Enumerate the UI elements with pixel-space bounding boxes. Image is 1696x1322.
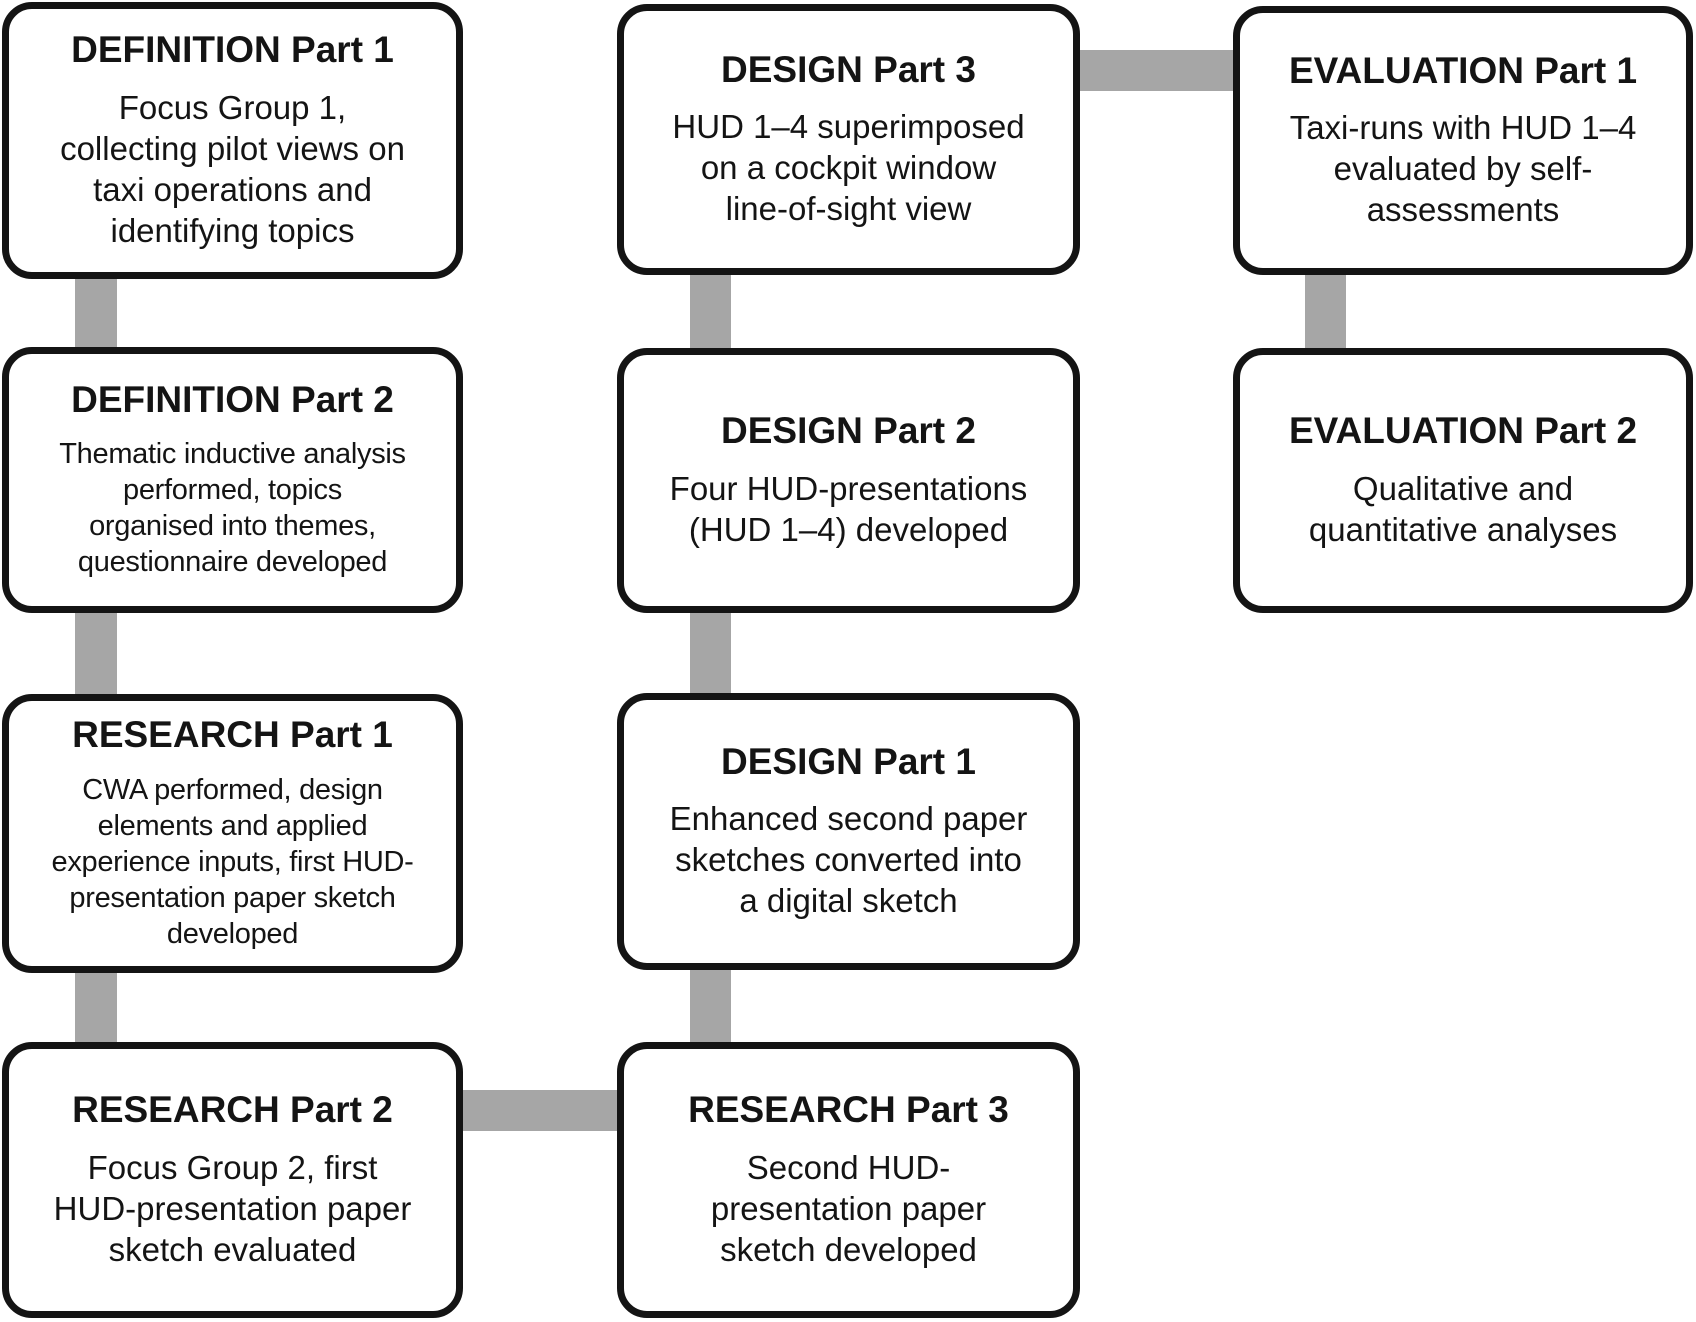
box-title: DEFINITION Part 1: [71, 29, 394, 71]
box-body: Enhanced second paper sketches converted…: [669, 800, 1028, 920]
flow-box-design-part-2: DESIGN Part 2 Four HUD-presentations (HU…: [617, 348, 1080, 613]
box-body: Four HUD-presentations (HUD 1–4) develop…: [669, 469, 1028, 548]
box-body: Qualitative and quantitative analyses: [1308, 469, 1618, 548]
box-body: Focus Group 1, collecting pilot views on…: [60, 88, 405, 249]
connector-design2-design3: [690, 262, 731, 360]
box-title: RESEARCH Part 1: [72, 714, 393, 756]
box-body: Focus Group 2, first HUD-presentation pa…: [53, 1148, 412, 1268]
connector-research2-research3: [450, 1090, 630, 1131]
box-title: EVALUATION Part 2: [1288, 410, 1638, 452]
box-title: RESEARCH Part 2: [72, 1089, 393, 1131]
flow-box-evaluation-part-1: EVALUATION Part 1 Taxi-runs with HUD 1–4…: [1233, 6, 1693, 275]
box-title: DESIGN Part 3: [721, 48, 976, 90]
box-title: RESEARCH Part 3: [688, 1089, 1009, 1131]
flow-box-definition-part-2: DEFINITION Part 2 Thematic inductive ana…: [2, 347, 463, 613]
flow-box-research-part-1: RESEARCH Part 1 CWA performed, design el…: [2, 694, 463, 973]
box-body: Second HUD- presentation paper sketch de…: [710, 1148, 987, 1268]
flow-box-research-part-3: RESEARCH Part 3 Second HUD- presentation…: [617, 1042, 1080, 1318]
box-body: Taxi-runs with HUD 1–4 evaluated by self…: [1289, 109, 1637, 229]
box-body: Thematic inductive analysis performed, t…: [59, 438, 406, 579]
flow-box-design-part-3: DESIGN Part 3 HUD 1–4 superimposed on a …: [617, 4, 1080, 275]
connector-design1-design2: [690, 600, 731, 705]
flow-box-research-part-2: RESEARCH Part 2 Focus Group 2, first HUD…: [2, 1042, 463, 1318]
box-title: DEFINITION Part 2: [71, 378, 394, 420]
box-title: DESIGN Part 2: [721, 410, 976, 452]
flow-box-evaluation-part-2: EVALUATION Part 2 Qualitative and quanti…: [1233, 348, 1693, 613]
box-body: CWA performed, design elements and appli…: [51, 773, 414, 950]
connector-design3-evaluation1: [1065, 50, 1245, 91]
box-title: DESIGN Part 1: [721, 740, 976, 782]
flow-box-design-part-1: DESIGN Part 1 Enhanced second paper sket…: [617, 693, 1080, 970]
connector-definition2-research1: [75, 600, 117, 705]
flow-box-definition-part-1: DEFINITION Part 1 Focus Group 1, collect…: [2, 2, 463, 279]
box-body: HUD 1–4 superimposed on a cockpit window…: [672, 108, 1025, 228]
connector-research3-design1: [690, 955, 731, 1055]
connector-definition1-definition2: [75, 265, 117, 360]
connector-research1-research2: [75, 960, 117, 1055]
connector-evaluation1-evaluation2: [1305, 263, 1346, 360]
box-title: EVALUATION Part 1: [1288, 49, 1638, 91]
